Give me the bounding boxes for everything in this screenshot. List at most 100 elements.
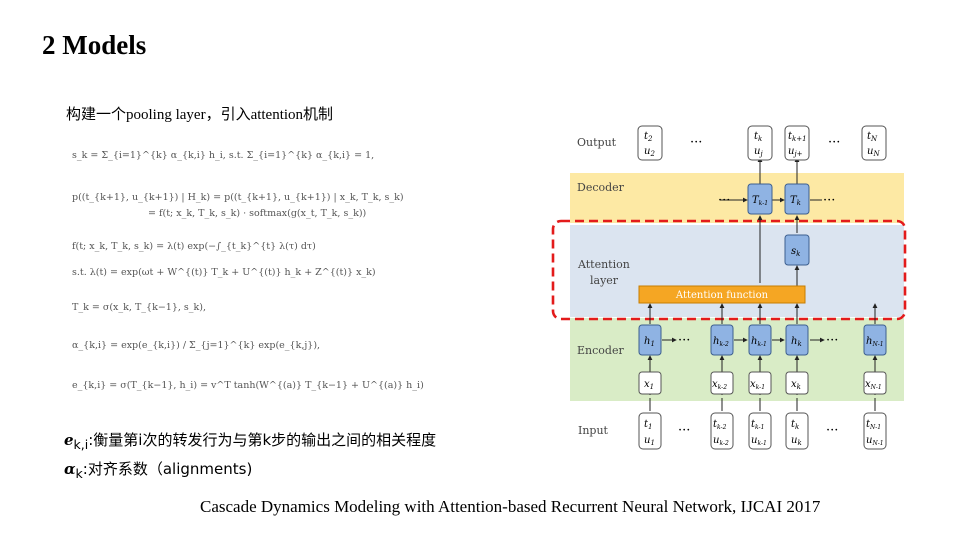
node-var: u [644, 146, 650, 157]
svg-text:uj+: uj+ [788, 146, 803, 158]
node-var: h [866, 336, 872, 347]
svg-text:xk: xk [791, 379, 801, 391]
node-sub: k [796, 250, 800, 258]
node-var: t [751, 419, 756, 430]
note-text: :衡量第i次的转发行为与第k步的输出之间的相关程度 [88, 431, 437, 449]
node-sub: k-2 [717, 424, 727, 431]
equation-3b: s.t. λ(t) = exp(ωt + W^{(t)} T_k + U^{(t… [72, 267, 376, 278]
node-sub: N-1 [870, 384, 882, 391]
output-node: tN uN [861, 125, 887, 161]
node-var: h [713, 336, 719, 347]
node-var: u [713, 435, 719, 446]
svg-text:tk-1: tk-1 [751, 419, 764, 431]
attention-state-node: sk [784, 234, 810, 266]
page-title: 2 Models [42, 30, 147, 60]
svg-text:x1: x1 [644, 379, 654, 391]
x-node: xk-2 [710, 371, 734, 395]
svg-text:uj: uj [754, 146, 763, 158]
node-sub: k-2 [719, 341, 729, 348]
node-sub: k-1 [757, 341, 766, 348]
node-sub: N [872, 150, 880, 158]
note-text: :对齐系数（alignments) [82, 460, 253, 478]
node-sub: k [797, 439, 801, 447]
ellipsis: ··· [678, 423, 690, 438]
subtitle: 构建一个pooling layer，引入attention机制 [66, 107, 334, 123]
encoder-node: h1 [638, 324, 662, 356]
svg-text:Tk-1: Tk-1 [752, 195, 768, 207]
node-var: t [788, 131, 793, 142]
layer-label-output: Output [577, 136, 617, 149]
layer-label-decoder: Decoder [577, 181, 625, 194]
node-var: T [790, 195, 798, 206]
equation-5: α_{k,i} = exp(e_{k,i}) / Σ_{j=1}^{k} exp… [72, 340, 321, 351]
x-node: xk [785, 371, 809, 395]
node-var: T [752, 195, 760, 206]
svg-text:xk-1: xk-1 [750, 379, 765, 391]
decoder-node: Tk [784, 183, 810, 215]
svg-text:u1: u1 [644, 435, 655, 447]
node-var: t [644, 419, 649, 430]
input-node: tk-1 uk-1 [748, 412, 772, 450]
node-sub: k-2 [718, 384, 728, 391]
output-node: tk+1 uj+ [784, 125, 810, 161]
note-subscript: k,i [73, 437, 89, 452]
node-var: t [866, 419, 871, 430]
node-var: t [644, 131, 649, 142]
svg-text:tk: tk [754, 131, 762, 143]
input-node: tk uk [785, 412, 809, 450]
node-var: t [867, 131, 872, 142]
ellipsis: ··· [690, 135, 702, 150]
node-sub: j+ [792, 150, 802, 158]
input-node: tk-2 uk-2 [710, 412, 734, 450]
node-var: u [867, 146, 873, 157]
node-sub: 1 [650, 439, 654, 447]
node-sub: k [797, 199, 801, 207]
encoder-node: hk-2 [710, 324, 734, 356]
layer-label-attention: Attention [577, 258, 630, 271]
note-symbol: e [64, 431, 74, 449]
node-sub: k+1 [792, 135, 807, 143]
equation-2b: = f(t; x_k, T_k, s_k) · softmax(g(x_t, T… [148, 208, 367, 219]
node-sub: k [795, 423, 799, 431]
svg-text:tN: tN [867, 131, 878, 143]
svg-text:uk: uk [791, 435, 802, 447]
svg-text:hk-1: hk-1 [751, 336, 767, 348]
attention-function-label: Attention function [675, 290, 769, 301]
svg-text:Tk: Tk [790, 195, 801, 207]
svg-text:h1: h1 [644, 336, 655, 348]
node-var: u [866, 435, 872, 446]
ellipsis: ··· [823, 193, 835, 208]
node-var: t [713, 419, 718, 430]
encoder-node: hk [785, 324, 809, 356]
citation: Cascade Dynamics Modeling with Attention… [200, 497, 821, 516]
attention-function-bar [638, 285, 806, 304]
svg-text:uN-1: uN-1 [866, 435, 884, 447]
input-node: t1 u1 [638, 412, 662, 450]
x-node: xN-1 [863, 371, 887, 395]
svg-text:uk-2: uk-2 [713, 435, 729, 447]
svg-text:tN-1: tN-1 [866, 419, 881, 431]
ellipsis: ··· [826, 423, 838, 438]
node-sub: k-1 [759, 200, 768, 207]
node-sub: 2 [649, 150, 655, 158]
svg-text:uk-1: uk-1 [751, 435, 767, 447]
note-e-ki: ek,i:衡量第i次的转发行为与第k步的输出之间的相关程度 [64, 429, 436, 452]
svg-text:tk: tk [791, 419, 799, 431]
node-var: x [644, 379, 650, 390]
svg-text:t1: t1 [644, 419, 653, 431]
svg-text:t2: t2 [644, 131, 653, 143]
svg-text:tk+1: tk+1 [788, 131, 807, 143]
decoder-node: Tk-1 [747, 183, 773, 215]
decoder-band [570, 173, 904, 223]
input-node: tN-1 uN-1 [863, 412, 887, 450]
node-sub: k [797, 383, 801, 391]
ellipsis: ··· [826, 333, 838, 348]
node-sub: k-1 [756, 384, 765, 391]
x-node: x1 [638, 371, 662, 395]
node-var: h [791, 336, 797, 347]
node-var: t [791, 419, 796, 430]
node-sub: 1 [650, 340, 654, 348]
architecture-diagram: Output Decoder Attention layer Encoder I… [551, 125, 907, 450]
svg-text:tk-2: tk-2 [713, 419, 727, 431]
node-var: h [644, 336, 650, 347]
